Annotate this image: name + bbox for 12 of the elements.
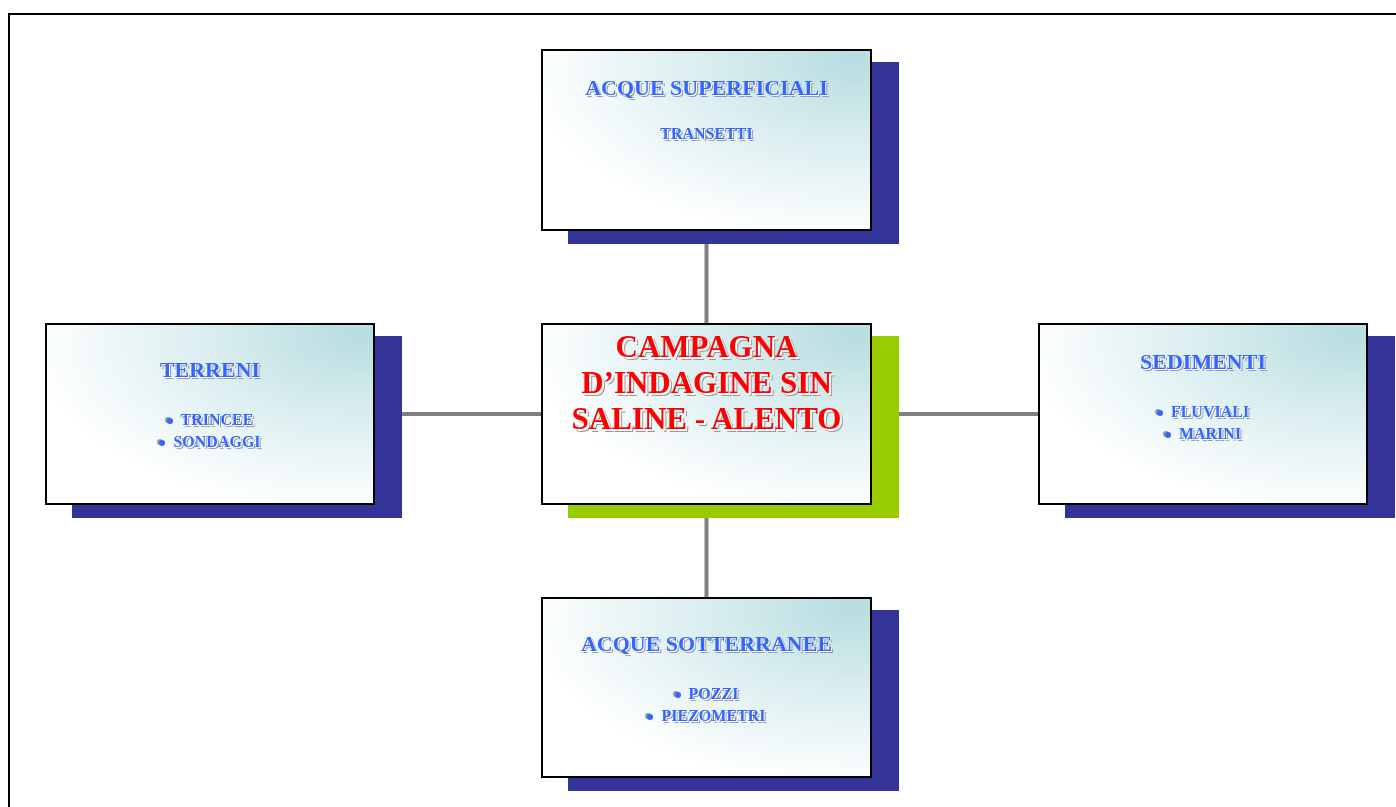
bullet-item: MARINI [1164,423,1242,445]
bullet-item: TRINCEE [166,409,254,431]
bullet-item: FLUVIALI [1156,401,1250,423]
box-heading: ACQUE SUPERFICIALI [585,75,828,101]
bullet-item: PIEZOMETRI [647,705,766,727]
box-heading: SEDIMENTI [1140,349,1266,375]
title-text: CAMPAGNA D’INDAGINE SIN SALINE - ALENTO [571,329,842,437]
box-heading: TERRENI [159,357,261,383]
sub-item: TRANSETTI [660,124,753,144]
bullet-item: POZZI [674,683,739,705]
box-heading: ACQUE SOTTERRANEE [580,631,833,657]
bullet-item: SONDAGGI [159,431,261,453]
